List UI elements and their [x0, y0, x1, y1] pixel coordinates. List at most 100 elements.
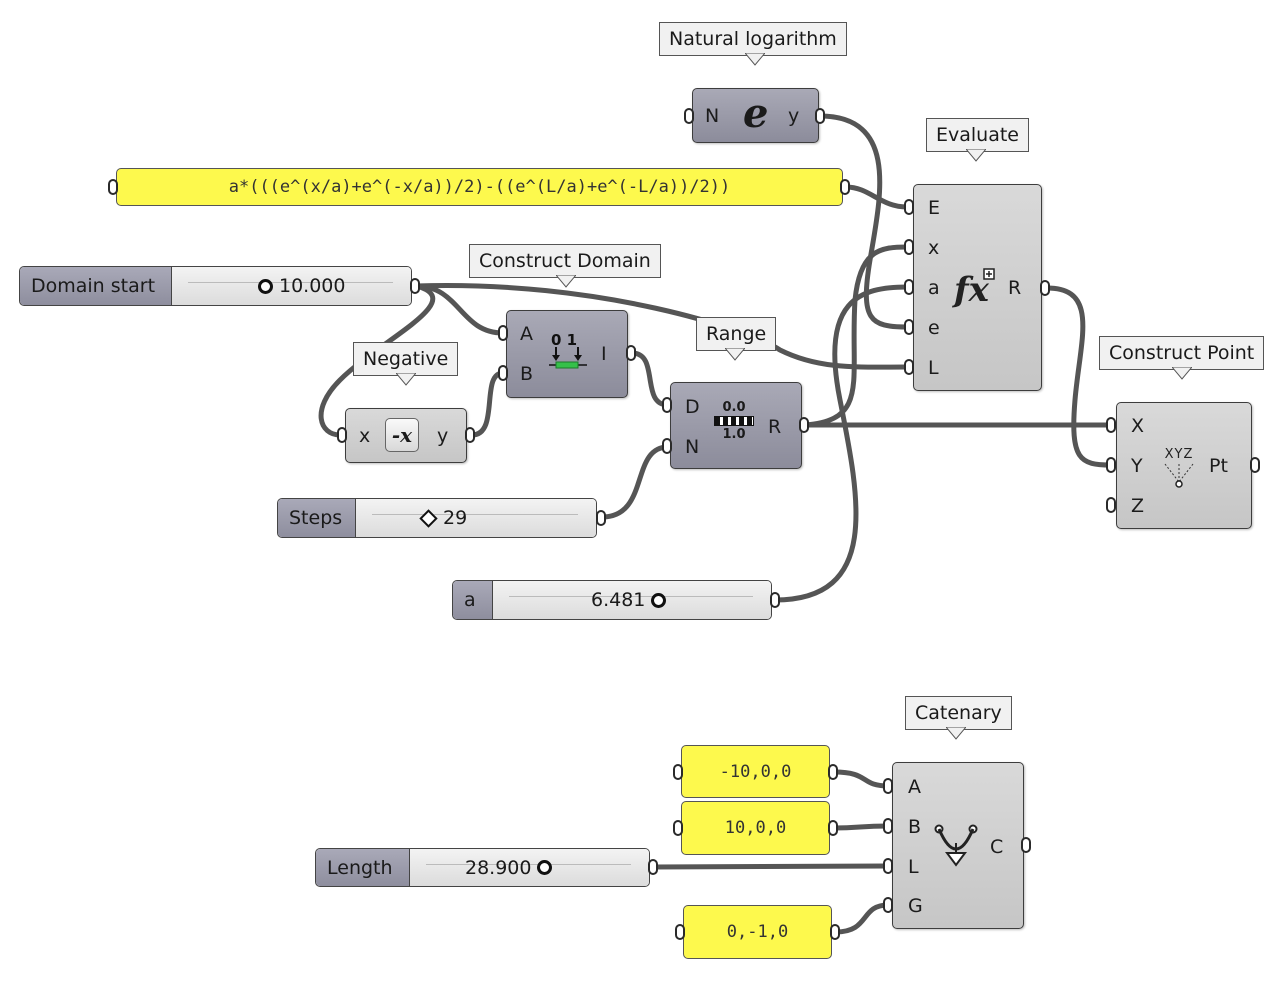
- catenary-grip-l[interactable]: [883, 858, 893, 874]
- catenary-grip-b[interactable]: [883, 818, 893, 834]
- evaluate-grip-e-lower[interactable]: [904, 319, 914, 335]
- construct-point-input-y[interactable]: Y: [1131, 455, 1143, 477]
- wire-point-b-to-catenary-b: [831, 823, 891, 831]
- evaluate-input-x[interactable]: x: [928, 237, 940, 259]
- expression-panel[interactable]: a*(((e^(x/a)+e^(-x/a))/2)-((e^(L/a)+e^(-…: [116, 168, 843, 206]
- expression-panel-input-grip[interactable]: [108, 179, 118, 195]
- natural-log-input-n[interactable]: N: [705, 105, 720, 127]
- evaluate-input-l[interactable]: L: [928, 357, 939, 379]
- evaluate-input-e-lower[interactable]: e: [928, 317, 940, 339]
- point-b-input-grip[interactable]: [673, 820, 683, 836]
- length-output-grip[interactable]: [648, 859, 658, 875]
- a-label-box: a: [453, 581, 493, 619]
- evaluate-grip-l[interactable]: [904, 359, 914, 375]
- evaluate-component[interactable]: E x a e L fx R: [913, 184, 1042, 391]
- domain-start-output-grip[interactable]: [410, 278, 420, 294]
- point-b-panel[interactable]: 10,0,0: [681, 801, 830, 855]
- catenary-grip-a[interactable]: [883, 778, 893, 794]
- length-track[interactable]: 28.900: [410, 849, 649, 886]
- range-grip-d[interactable]: [662, 397, 672, 413]
- construct-point-component[interactable]: X Y Z XYZ Pt: [1116, 402, 1252, 529]
- construct-domain-grip-output[interactable]: [626, 345, 636, 361]
- evaluate-input-a[interactable]: a: [928, 277, 940, 299]
- domain-start-slider[interactable]: Domain start 10.000: [19, 266, 412, 306]
- expression-panel-output-grip[interactable]: [840, 179, 850, 195]
- construct-domain-output-i[interactable]: I: [601, 343, 607, 365]
- natural-log-callout: Natural logarithm: [659, 22, 847, 56]
- gravity-output-grip[interactable]: [830, 924, 840, 940]
- evaluate-grip-a[interactable]: [904, 279, 914, 295]
- catenary-component[interactable]: A B L G C: [892, 762, 1024, 929]
- point-a-text: -10,0,0: [719, 761, 792, 782]
- catenary-input-a[interactable]: A: [908, 776, 921, 798]
- steps-track[interactable]: 29: [356, 499, 596, 537]
- construct-point-output-pt[interactable]: Pt: [1209, 455, 1228, 477]
- natural-log-input-grip[interactable]: [684, 108, 694, 124]
- a-track[interactable]: 6.481: [493, 581, 771, 619]
- construct-point-grip-x[interactable]: [1106, 417, 1116, 433]
- steps-knob-icon[interactable]: [419, 508, 438, 528]
- evaluate-grip-x[interactable]: [904, 239, 914, 255]
- steps-slider[interactable]: Steps 29: [277, 498, 597, 538]
- catenary-callout: Catenary: [905, 696, 1012, 730]
- construct-domain-component[interactable]: A B 0 1 I: [506, 310, 628, 398]
- length-knob-icon[interactable]: [537, 860, 553, 875]
- point-a-input-grip[interactable]: [673, 764, 683, 780]
- negative-input-grip[interactable]: [337, 427, 347, 443]
- gravity-panel[interactable]: 0,-1,0: [683, 905, 832, 959]
- construct-point-grip-y[interactable]: [1106, 457, 1116, 473]
- construct-point-input-x[interactable]: X: [1131, 415, 1145, 437]
- natural-log-output-grip[interactable]: [815, 108, 825, 124]
- construct-domain-input-a[interactable]: A: [520, 323, 533, 345]
- catenary-input-l[interactable]: L: [908, 856, 919, 878]
- negative-component[interactable]: x -x y: [345, 408, 467, 463]
- construct-domain-grip-a[interactable]: [498, 325, 508, 341]
- range-input-d[interactable]: D: [685, 396, 700, 418]
- negative-output-grip[interactable]: [465, 427, 475, 443]
- evaluate-callout-text: Evaluate: [936, 124, 1019, 146]
- evaluate-grip-output[interactable]: [1040, 280, 1050, 296]
- point-a-panel[interactable]: -10,0,0: [681, 745, 830, 798]
- catenary-grip-g[interactable]: [883, 897, 893, 913]
- range-grip-n[interactable]: [662, 438, 672, 454]
- catenary-grip-output[interactable]: [1021, 837, 1031, 853]
- a-output-grip[interactable]: [770, 592, 780, 608]
- domain-start-knob-icon[interactable]: [258, 278, 273, 294]
- catenary-icon: [934, 824, 978, 867]
- catenary-callout-text: Catenary: [915, 702, 1002, 724]
- evaluate-input-e-upper[interactable]: E: [928, 197, 941, 219]
- construct-domain-grip-b[interactable]: [498, 365, 508, 381]
- a-slider[interactable]: a 6.481: [452, 580, 772, 620]
- natural-log-output-y[interactable]: y: [788, 105, 800, 127]
- point-a-output-grip[interactable]: [828, 764, 838, 780]
- negative-input-x[interactable]: x: [359, 425, 371, 447]
- construct-point-input-z[interactable]: Z: [1131, 495, 1145, 517]
- catenary-input-g[interactable]: G: [908, 895, 923, 917]
- length-slider[interactable]: Length 28.900: [315, 848, 650, 887]
- gravity-input-grip[interactable]: [675, 924, 685, 940]
- evaluate-output-r[interactable]: R: [1008, 277, 1022, 299]
- domain-start-label: Domain start: [31, 275, 156, 297]
- range-output-r[interactable]: R: [768, 416, 782, 438]
- range-icon-bar: [714, 416, 754, 426]
- range-grip-output[interactable]: [799, 417, 809, 433]
- catenary-output-c[interactable]: C: [990, 836, 1004, 858]
- negative-output-y[interactable]: y: [437, 425, 449, 447]
- construct-point-grip-z[interactable]: [1106, 497, 1116, 513]
- steps-output-grip[interactable]: [596, 510, 606, 526]
- evaluate-grip-e-upper[interactable]: [904, 199, 914, 215]
- negative-icon-text: -x: [391, 423, 413, 447]
- wire-domain-start-to-construct-domain-a: [413, 283, 506, 336]
- a-knob-icon[interactable]: [651, 592, 667, 608]
- steps-label: Steps: [289, 507, 343, 529]
- wire-ln-y-to-evaluate-e: [817, 113, 910, 330]
- construct-domain-input-b[interactable]: B: [520, 363, 534, 385]
- range-component[interactable]: D N 0.0 1.0 R: [670, 382, 802, 469]
- range-input-n[interactable]: N: [685, 436, 700, 458]
- construct-point-grip-output[interactable]: [1250, 457, 1260, 473]
- domain-start-track[interactable]: 10.000: [172, 267, 411, 305]
- catenary-input-b[interactable]: B: [908, 816, 922, 838]
- point-b-output-grip[interactable]: [828, 820, 838, 836]
- natural-log-component[interactable]: N e y: [692, 88, 819, 143]
